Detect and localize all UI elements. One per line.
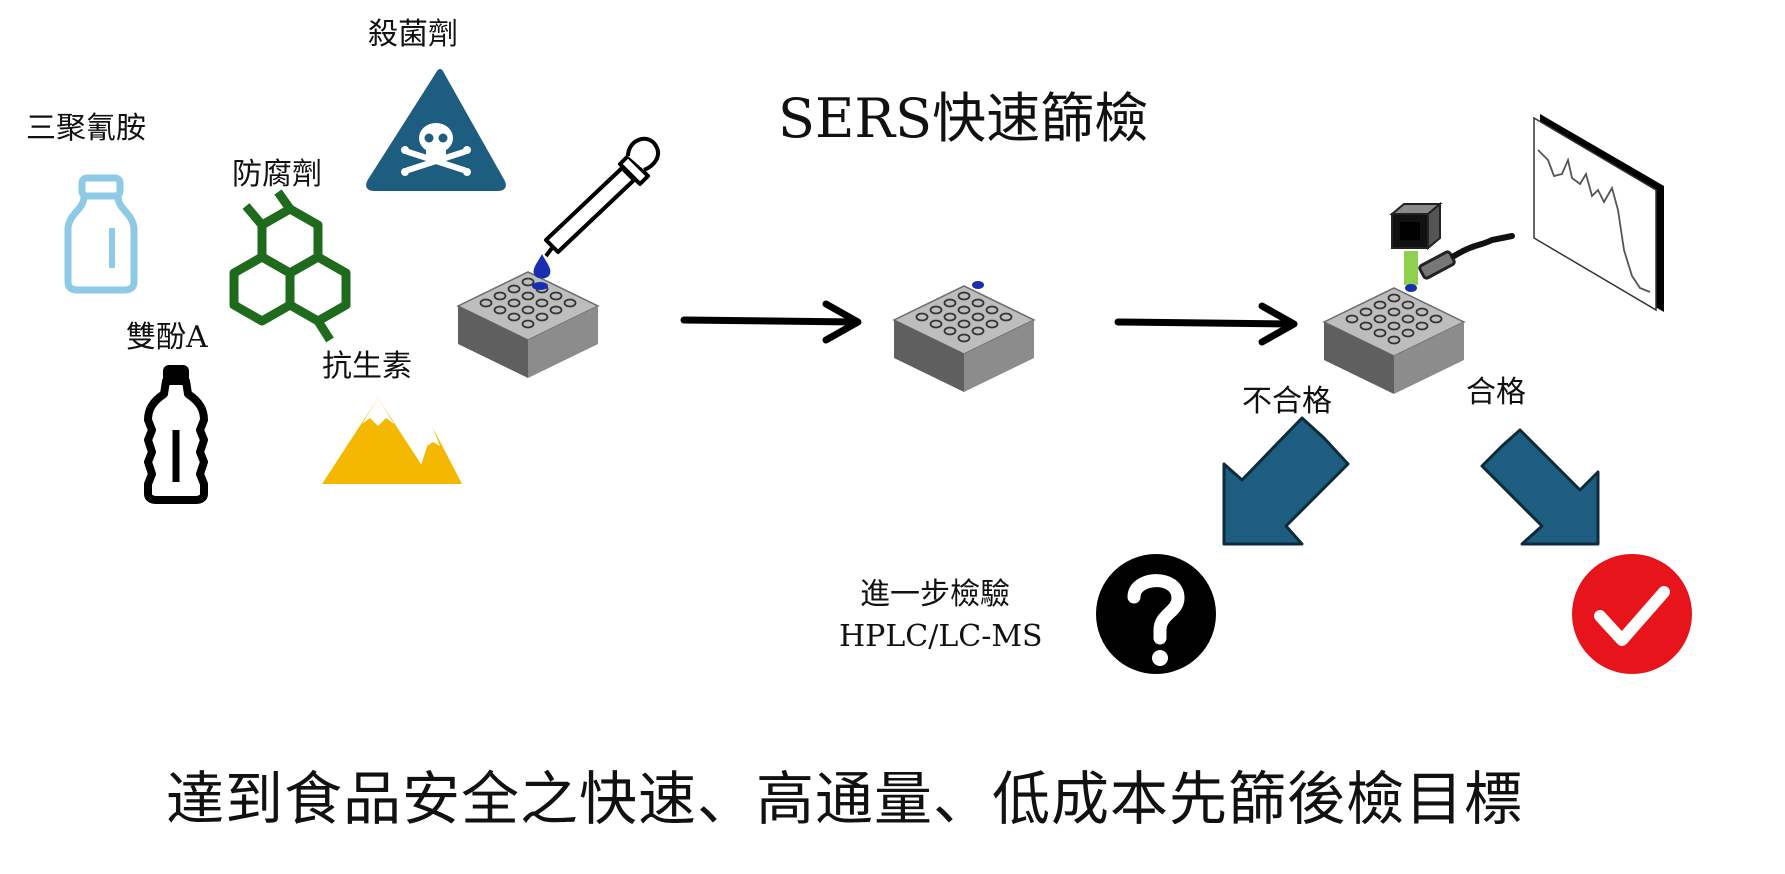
spectrum-display-icon xyxy=(1533,114,1664,312)
well-plate-incubated xyxy=(893,285,1035,393)
milk-bottle-icon xyxy=(64,174,138,294)
well-plate-measurement xyxy=(1323,287,1465,395)
flow-arrow xyxy=(680,300,862,344)
flow-arrow xyxy=(1114,302,1298,346)
footer-goal-text: 達到食品安全之快速、高通量、低成本先篩後檢目標 xyxy=(166,765,1524,833)
label-pass: 合格 xyxy=(1466,375,1526,410)
label-further-test: 進一步檢驗 xyxy=(860,577,1010,612)
label-preservative: 防腐劑 xyxy=(232,157,322,192)
label-fail: 不合格 xyxy=(1242,384,1332,419)
pipette-icon xyxy=(544,136,661,258)
raman-probe-icon xyxy=(1389,201,1515,292)
label-melamine: 三聚氰胺 xyxy=(26,111,146,146)
skull-hazard-icon xyxy=(366,69,506,191)
label-bisphenol-a: 雙酚A xyxy=(126,320,208,355)
label-hplc-lcms: HPLC/LC-MS xyxy=(839,619,1043,654)
check-mark-icon xyxy=(1572,554,1692,674)
water-bottle-icon xyxy=(144,365,208,504)
droplet-icon xyxy=(532,254,551,290)
hexagon-structure-icon xyxy=(229,189,351,343)
well-plate-sample xyxy=(457,271,599,379)
fail-arrow xyxy=(1222,416,1350,546)
diagram-title: SERS快速篩檢 xyxy=(778,87,1149,150)
pass-arrow xyxy=(1480,428,1600,546)
mountain-icon xyxy=(322,398,462,484)
sample-dot-icon xyxy=(972,281,984,289)
label-antibiotic: 抗生素 xyxy=(322,349,412,384)
question-mark-icon xyxy=(1096,554,1216,674)
label-fungicide: 殺菌劑 xyxy=(368,17,458,52)
